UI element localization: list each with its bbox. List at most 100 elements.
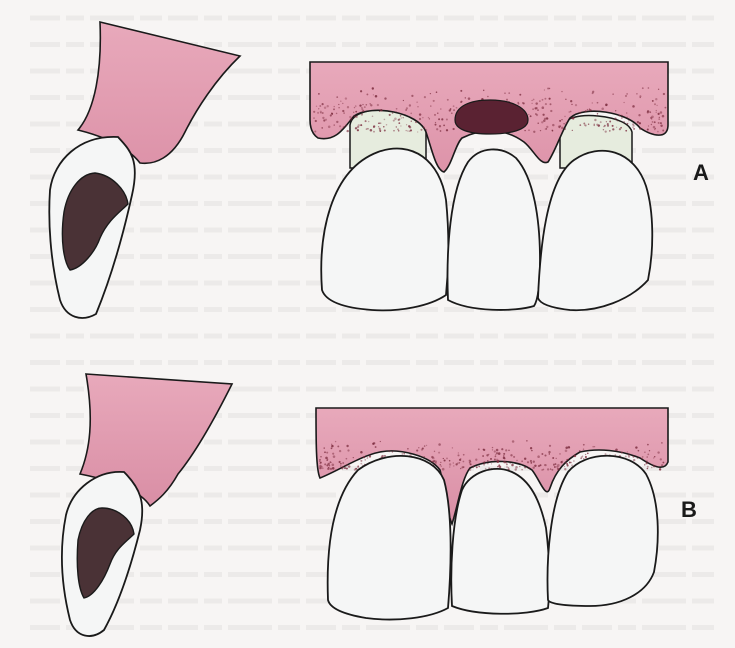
stipple-dot bbox=[434, 451, 435, 452]
stipple-dot bbox=[441, 118, 443, 120]
stipple-dot bbox=[333, 455, 336, 458]
stipple-dot bbox=[657, 451, 659, 453]
stipple-dot bbox=[642, 456, 644, 458]
stipple-dot bbox=[369, 455, 371, 457]
stipple-dot bbox=[565, 450, 568, 453]
stipple-dot bbox=[436, 128, 438, 130]
stipple-dot bbox=[550, 103, 552, 105]
stipple-dot bbox=[646, 460, 648, 462]
stipple-dot bbox=[339, 461, 341, 463]
stipple-dot bbox=[545, 103, 547, 105]
stipple-dot bbox=[524, 130, 525, 131]
stipple-dot bbox=[375, 95, 378, 98]
stipple-dot bbox=[626, 93, 628, 95]
stipple-dot bbox=[314, 130, 316, 132]
stipple-dot bbox=[628, 120, 629, 121]
stipple-dot bbox=[340, 100, 341, 101]
stipple-dot bbox=[320, 456, 321, 457]
stipple-dot bbox=[409, 130, 411, 132]
stipple-dot bbox=[531, 100, 532, 101]
stipple-dot bbox=[564, 466, 565, 467]
stipple-dot bbox=[589, 109, 590, 110]
stipple-dot bbox=[453, 462, 454, 463]
stipple-dot bbox=[444, 459, 446, 461]
stipple-dot bbox=[653, 126, 656, 129]
stipple-dot bbox=[530, 115, 532, 117]
stipple-dot bbox=[424, 445, 425, 446]
stipple-dot bbox=[573, 460, 575, 462]
stipple-dot bbox=[345, 124, 347, 126]
stipple-dot bbox=[435, 122, 436, 123]
stipple-dot bbox=[392, 451, 393, 452]
stipple-dot bbox=[637, 457, 638, 458]
stipple-dot bbox=[644, 451, 645, 452]
stipple-dot bbox=[553, 464, 554, 465]
stipple-dot bbox=[552, 124, 554, 126]
stipple-dot bbox=[503, 455, 505, 457]
stipple-dot bbox=[606, 121, 607, 122]
stipple-dot bbox=[436, 91, 438, 93]
front-view-b bbox=[316, 408, 668, 620]
stipple-dot bbox=[439, 125, 441, 127]
stipple-dot bbox=[426, 129, 427, 130]
stipple-dot bbox=[534, 465, 536, 467]
stipple-dot bbox=[360, 124, 362, 126]
tooth-center-b bbox=[451, 469, 549, 614]
stipple-dot bbox=[360, 90, 362, 92]
stipple-dot bbox=[566, 122, 568, 124]
stipple-dot bbox=[579, 450, 581, 452]
stipple-dot bbox=[661, 442, 663, 444]
stipple-dot bbox=[441, 466, 442, 467]
stipple-dot bbox=[541, 469, 542, 470]
stipple-dot bbox=[432, 457, 434, 459]
panel-a bbox=[49, 22, 668, 318]
stipple-dot bbox=[372, 116, 374, 118]
stipple-dot bbox=[632, 105, 635, 108]
stipple-dot bbox=[420, 129, 422, 131]
stipple-dot bbox=[343, 112, 344, 113]
stipple-dot bbox=[339, 450, 341, 452]
stipple-dot bbox=[627, 451, 628, 452]
stipple-dot bbox=[583, 448, 584, 449]
stipple-dot bbox=[367, 128, 369, 130]
stipple-dot bbox=[357, 129, 359, 131]
stipple-dot bbox=[449, 466, 450, 467]
stipple-dot bbox=[499, 466, 501, 468]
stipple-dot bbox=[406, 107, 408, 109]
stipple-dot bbox=[370, 129, 373, 132]
stipple-dot bbox=[626, 117, 628, 119]
stipple-dot bbox=[638, 114, 640, 116]
stipple-dot bbox=[357, 465, 359, 467]
stipple-dot bbox=[662, 115, 665, 118]
stipple-dot bbox=[361, 113, 363, 115]
stipple-dot bbox=[438, 118, 440, 120]
stipple-dot bbox=[392, 112, 393, 113]
stipple-dot bbox=[319, 105, 321, 107]
stipple-dot bbox=[490, 458, 492, 460]
stipple-dot bbox=[334, 124, 335, 125]
stipple-dot bbox=[418, 447, 419, 448]
stipple-dot bbox=[440, 108, 442, 110]
stipple-dot bbox=[619, 128, 621, 130]
stipple-dot bbox=[359, 104, 361, 106]
stipple-dot bbox=[411, 95, 413, 97]
stipple-dot bbox=[660, 458, 662, 460]
stipple-dot bbox=[322, 112, 324, 114]
stipple-dot bbox=[393, 120, 395, 122]
stipple-dot bbox=[614, 118, 616, 120]
stipple-dot bbox=[373, 131, 375, 133]
tooth-left-a bbox=[321, 149, 448, 311]
stipple-dot bbox=[347, 106, 349, 108]
stipple-dot bbox=[632, 456, 634, 458]
stipple-dot bbox=[537, 109, 539, 111]
stipple-dot bbox=[508, 450, 509, 451]
stipple-dot bbox=[506, 99, 508, 101]
stipple-dot bbox=[546, 126, 548, 128]
stipple-dot bbox=[536, 114, 538, 116]
stipple-dot bbox=[487, 96, 489, 98]
stipple-dot bbox=[648, 125, 649, 126]
stipple-dot bbox=[597, 102, 599, 104]
stipple-dot bbox=[334, 106, 335, 107]
stipple-dot bbox=[453, 105, 455, 107]
stipple-dot bbox=[396, 108, 398, 110]
